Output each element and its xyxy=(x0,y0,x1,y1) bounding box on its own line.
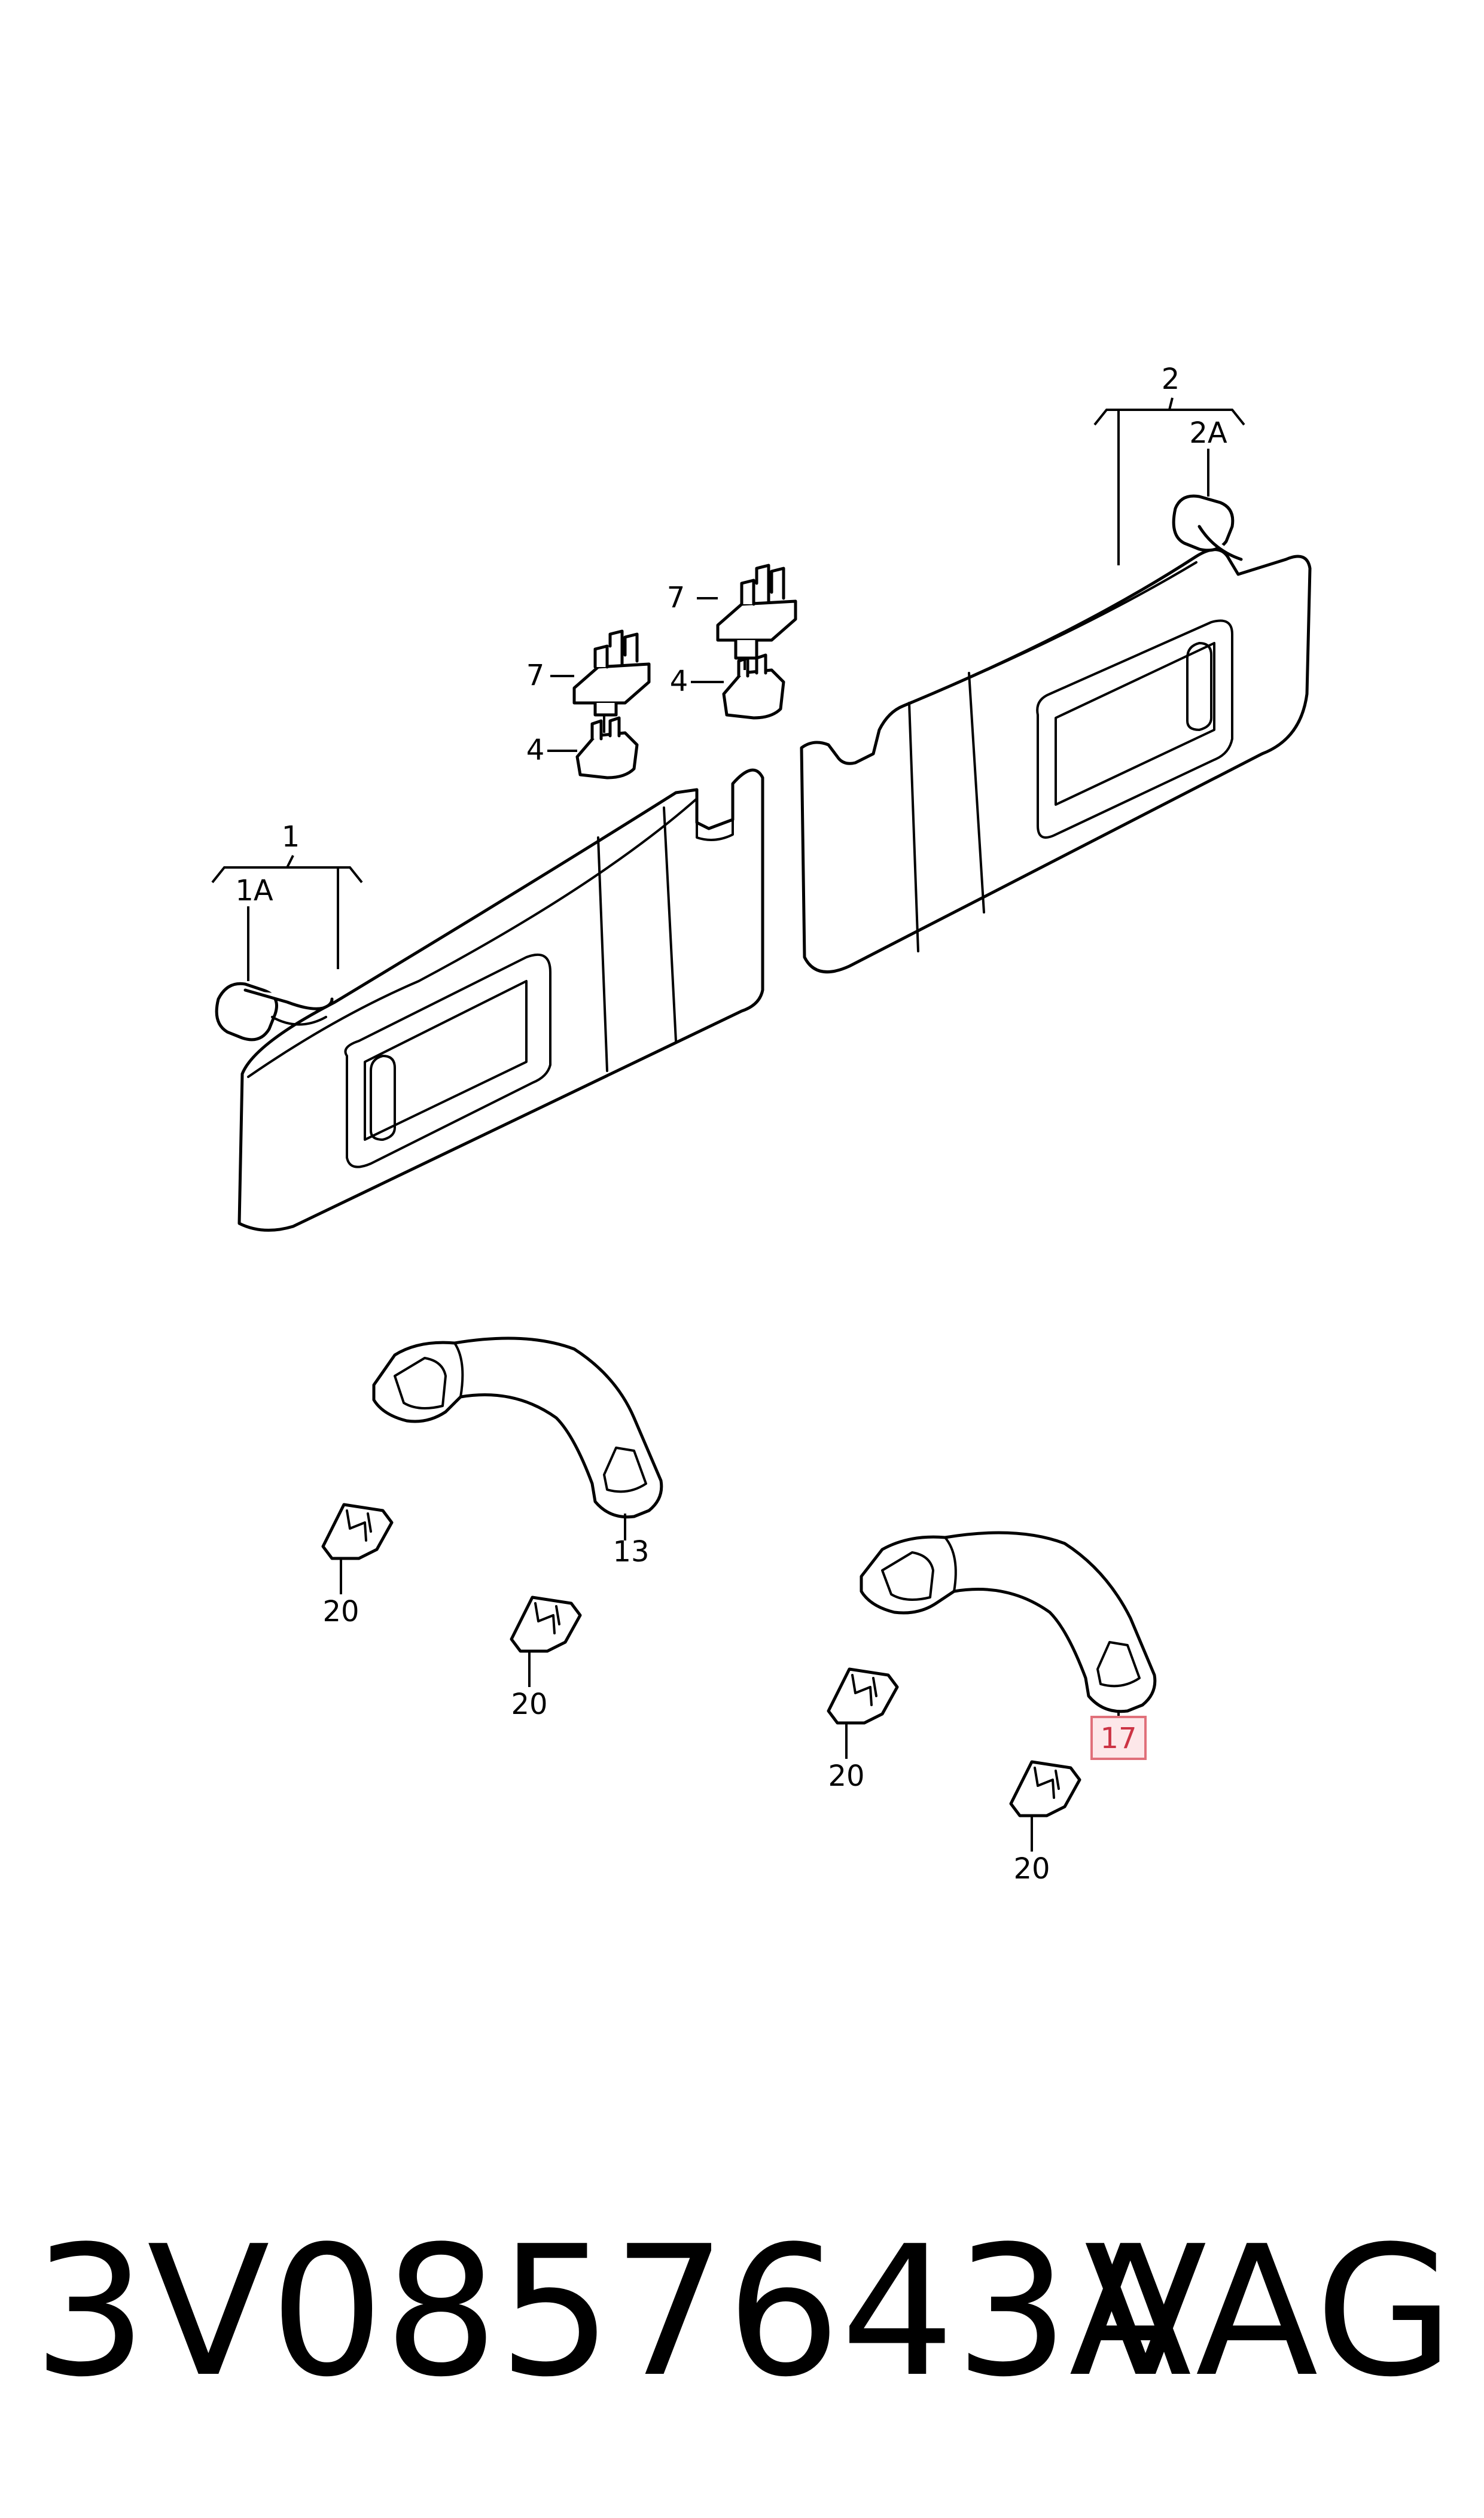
visor-clip-upper xyxy=(716,564,797,660)
callout-20-a: 20 xyxy=(322,1595,359,1628)
callout-13: 13 xyxy=(613,1535,649,1569)
callout-7-lower: 7 xyxy=(526,659,545,692)
leader-lines xyxy=(211,397,1245,1852)
left-sun-visor xyxy=(237,768,764,1232)
callout-4-lower: 4 xyxy=(526,733,545,767)
callout-20-c: 20 xyxy=(828,1759,864,1793)
callout-labels: 1 1A 2 2A 7 4 7 4 13 20 20 20 20 xyxy=(235,363,1227,1886)
callout-2: 2 xyxy=(1162,363,1180,396)
retaining-clip-4 xyxy=(1009,1760,1081,1817)
visor-clip-cover-upper xyxy=(722,653,785,720)
callout-20-b: 20 xyxy=(511,1688,547,1721)
retaining-clip-2 xyxy=(510,1596,582,1653)
visor-clip-lower xyxy=(572,629,651,717)
part-number: 3V0857643A xyxy=(33,2208,1192,2416)
callout-4-upper: 4 xyxy=(670,665,688,698)
callout-1: 1 xyxy=(282,820,300,854)
grab-handle-rear xyxy=(860,1531,1157,1713)
callout-17: 17 xyxy=(1100,1722,1136,1755)
callout-2a: 2A xyxy=(1189,416,1227,450)
right-visor-mount xyxy=(1172,494,1243,561)
callout-7-upper: 7 xyxy=(667,581,685,614)
highlight-box xyxy=(1090,1716,1147,1760)
callout-20-d: 20 xyxy=(1013,1852,1050,1886)
visor-clip-cover-lower xyxy=(575,716,639,780)
footer: 3V0857643A VAG xyxy=(0,2213,1484,2411)
highlighted-callout-17[interactable]: 17 xyxy=(1090,1716,1147,1760)
left-visor-mount xyxy=(215,982,334,1042)
brand-label: VAG xyxy=(1084,2208,1454,2416)
right-sun-visor xyxy=(800,548,1312,974)
retaining-clip-1 xyxy=(321,1503,394,1560)
grab-handle-front xyxy=(372,1336,663,1519)
retaining-clip-3 xyxy=(827,1667,899,1725)
callout-1a: 1A xyxy=(235,874,273,908)
